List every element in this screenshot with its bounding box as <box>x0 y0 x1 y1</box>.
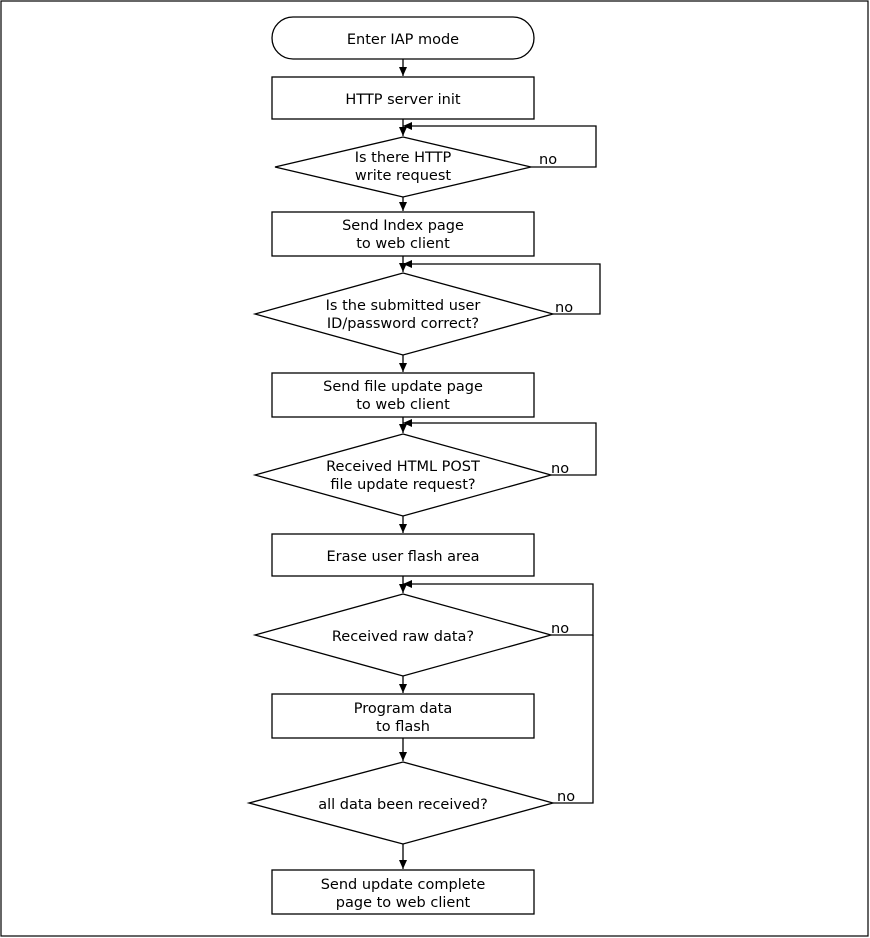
http-write-label-line2: write request <box>355 168 451 184</box>
raw-data-label: Received raw data? <box>332 629 474 645</box>
program-flash-label-line2: to flash <box>376 719 430 735</box>
post-label-line2: file update request? <box>330 477 475 493</box>
send-index-label-line2: to web client <box>356 236 450 252</box>
program-flash-label-line1: Program data <box>354 701 452 717</box>
erase-flash-label: Erase user flash area <box>326 549 479 565</box>
send-complete-box <box>271 869 535 915</box>
credentials-label-line2: ID/password correct? <box>327 316 479 332</box>
send-update-page-label-line2: to web client <box>356 397 450 413</box>
http-init-box <box>271 76 535 120</box>
no-label-all-received: no <box>557 789 575 805</box>
http-write-label-line1: Is there HTTP <box>355 150 452 166</box>
send-update-page-box <box>271 372 535 418</box>
no-label-http-write: no <box>539 152 557 168</box>
post-decision <box>252 433 554 517</box>
send-complete-label-line2: page to web client <box>336 895 471 911</box>
http-init-label: HTTP server init <box>345 92 460 108</box>
credentials-decision <box>252 272 556 356</box>
no-label-raw-data: no <box>551 621 569 637</box>
send-complete-label-line1: Send update complete <box>321 877 486 893</box>
no-label-post: no <box>551 461 569 477</box>
loop-no-all-received <box>553 635 594 804</box>
loop-no-post <box>403 419 597 476</box>
send-update-page-label-line1: Send file update page <box>323 379 483 395</box>
loop-no-http-write <box>403 122 597 168</box>
credentials-label-line1: Is the submitted user <box>326 298 481 314</box>
loop-no-raw-data <box>403 580 594 636</box>
send-index-label-line1: Send Index page <box>342 218 464 234</box>
no-label-credentials: no <box>555 300 573 316</box>
program-flash-box <box>271 693 535 739</box>
send-index-box <box>271 211 535 257</box>
http-write-decision <box>274 136 532 198</box>
post-label-line1: Received HTML POST <box>326 459 480 475</box>
all-received-label: all data been received? <box>318 797 488 813</box>
loop-no-credentials <box>403 260 601 315</box>
start-label: Enter IAP mode <box>347 32 459 48</box>
